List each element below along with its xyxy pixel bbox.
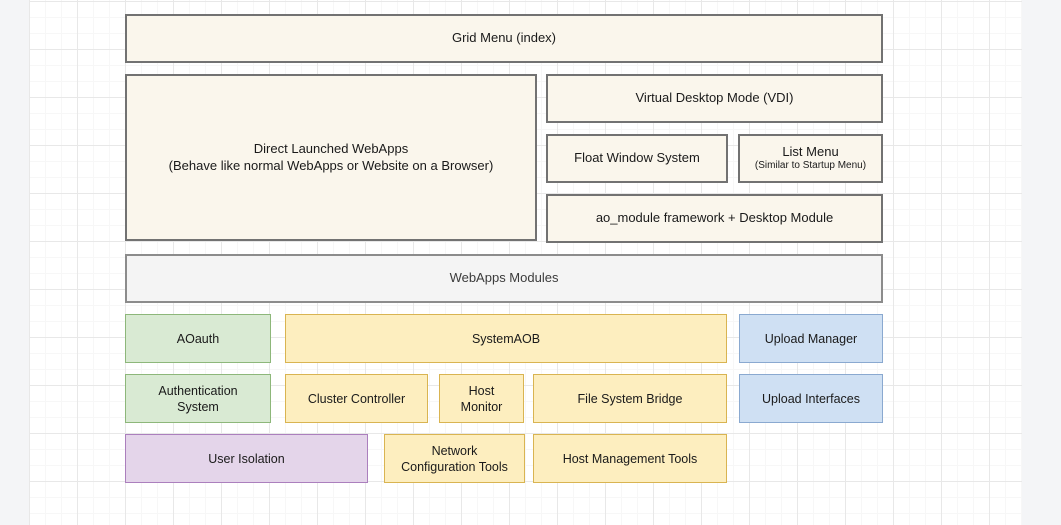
- node-label-authentication-system: Authentication System: [158, 383, 238, 414]
- node-text-host-management-tools: Host Management Tools: [563, 451, 698, 467]
- node-label-network-config-tools: Network Configuration Tools: [401, 443, 508, 474]
- node-label-ao-module-framework: ao_module framework + Desktop Module: [595, 210, 834, 226]
- diagram-node-upload-manager[interactable]: Upload Manager: [739, 314, 883, 363]
- node-text-file-system-bridge: File System Bridge: [578, 391, 683, 407]
- node-label-upload-manager: Upload Manager: [764, 331, 858, 346]
- node-text-float-window-system: Float Window System: [574, 150, 700, 167]
- node-text-authentication-system: Authentication System: [158, 383, 237, 415]
- node-label-direct-launched: Direct Launched WebApps (Behave like nor…: [168, 140, 494, 173]
- diagram-node-grid-menu[interactable]: Grid Menu (index): [125, 14, 883, 63]
- node-text-virtual-desktop-mode: Virtual Desktop Mode (VDI): [636, 90, 794, 107]
- diagram-node-file-system-bridge[interactable]: File System Bridge: [533, 374, 727, 423]
- node-text-systemaob: SystemAOB: [472, 331, 540, 347]
- diagram-node-systemaob[interactable]: SystemAOB: [285, 314, 727, 363]
- node-label-upload-interfaces: Upload Interfaces: [762, 391, 860, 406]
- node-label-systemaob: SystemAOB: [471, 331, 541, 346]
- node-text-grid-menu: Grid Menu (index): [452, 30, 556, 47]
- node-text-user-isolation: User Isolation: [208, 451, 284, 467]
- diagram-node-host-monitor[interactable]: Host Monitor: [439, 374, 524, 423]
- diagram-node-webapps-modules[interactable]: WebApps Modules: [125, 254, 883, 303]
- node-text-upload-interfaces: Upload Interfaces: [762, 391, 860, 407]
- node-label-aoauth: AOauth: [176, 331, 220, 346]
- diagram-node-cluster-controller[interactable]: Cluster Controller: [285, 374, 428, 423]
- node-text-cluster-controller: Cluster Controller: [308, 391, 405, 407]
- node-label-host-management-tools: Host Management Tools: [562, 451, 698, 466]
- diagram-node-list-menu[interactable]: List Menu(Similar to Startup Menu): [738, 134, 883, 183]
- node-text-network-config-tools: Network Configuration Tools: [401, 443, 508, 475]
- diagram-node-authentication-system[interactable]: Authentication System: [125, 374, 271, 423]
- node-label-user-isolation: User Isolation: [208, 451, 285, 466]
- node-text-upload-manager: Upload Manager: [765, 331, 857, 347]
- diagram-node-host-management-tools[interactable]: Host Management Tools: [533, 434, 727, 483]
- diagram-node-virtual-desktop-mode[interactable]: Virtual Desktop Mode (VDI): [546, 74, 883, 123]
- node-text-direct-launched: Direct Launched WebApps (Behave like nor…: [169, 141, 494, 174]
- diagram-node-network-config-tools[interactable]: Network Configuration Tools: [384, 434, 525, 483]
- node-text-host-monitor: Host Monitor: [461, 383, 503, 415]
- node-label-webapps-modules: WebApps Modules: [449, 270, 559, 286]
- node-label-file-system-bridge: File System Bridge: [577, 391, 683, 406]
- diagram-node-aoauth[interactable]: AOauth: [125, 314, 271, 363]
- diagram-node-ao-module-framework[interactable]: ao_module framework + Desktop Module: [546, 194, 883, 243]
- node-sublabel-list-menu: (Similar to Startup Menu): [754, 160, 867, 172]
- node-label-cluster-controller: Cluster Controller: [307, 391, 406, 406]
- diagram-node-float-window-system[interactable]: Float Window System: [546, 134, 728, 183]
- diagram-node-user-isolation[interactable]: User Isolation: [125, 434, 368, 483]
- node-label-grid-menu: Grid Menu (index): [451, 30, 557, 46]
- node-text-list-menu: List Menu(Similar to Startup Menu): [755, 144, 866, 173]
- node-text-ao-module-framework: ao_module framework + Desktop Module: [596, 210, 833, 227]
- diagram-node-upload-interfaces[interactable]: Upload Interfaces: [739, 374, 883, 423]
- node-label-float-window-system: Float Window System: [574, 150, 700, 166]
- node-text-aoauth: AOauth: [177, 331, 219, 347]
- node-label-list-menu: List Menu: [782, 143, 839, 159]
- node-label-host-monitor: Host Monitor: [460, 383, 503, 414]
- node-label-virtual-desktop-mode: Virtual Desktop Mode (VDI): [635, 90, 794, 106]
- diagram-node-direct-launched[interactable]: Direct Launched WebApps (Behave like nor…: [125, 74, 537, 241]
- node-text-webapps-modules: WebApps Modules: [450, 270, 559, 287]
